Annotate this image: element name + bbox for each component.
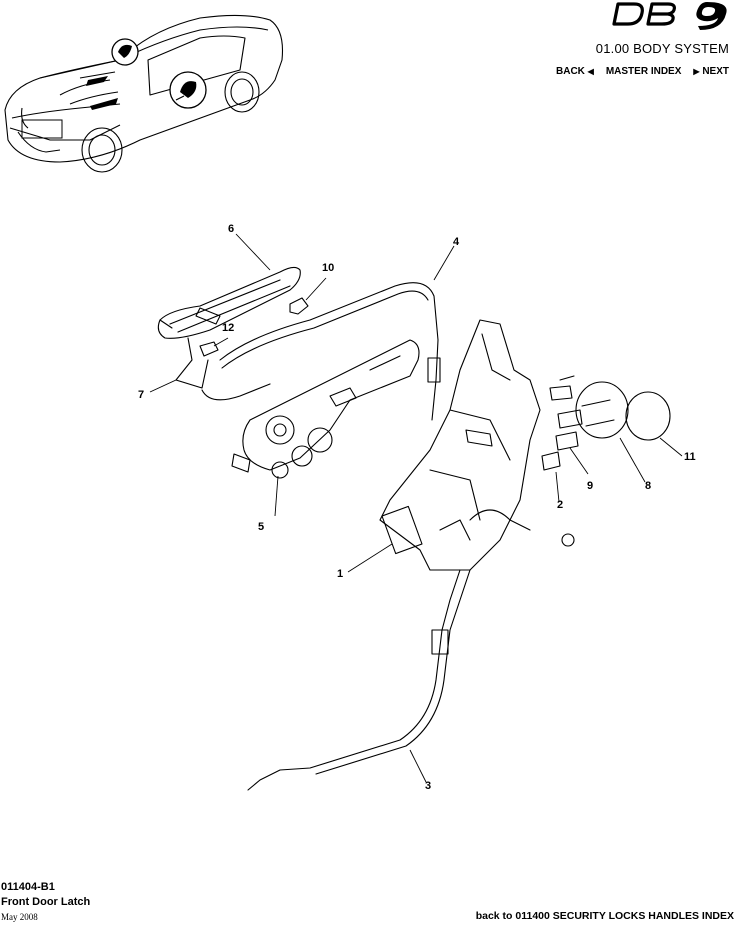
back-triangle-icon: ◀	[587, 67, 594, 76]
callout-4: 4	[453, 236, 460, 248]
back-link[interactable]: BACK ◀	[556, 66, 594, 77]
latch-mechanism	[231, 339, 420, 479]
next-link[interactable]: ▶ NEXT	[693, 66, 729, 77]
back-label: BACK	[556, 66, 585, 77]
master-index-link[interactable]: MASTER INDEX	[605, 66, 682, 77]
screw-2	[541, 451, 561, 471]
inner-release-cable	[247, 569, 461, 791]
callout-8: 8	[645, 480, 652, 492]
nav-bar: BACK ◀ MASTER INDEX ▶ NEXT	[556, 66, 729, 77]
striker-plate	[575, 381, 629, 439]
db9-logo	[612, 2, 727, 30]
outer-door-handle	[157, 266, 301, 339]
front-door-latch-diagram	[149, 233, 683, 791]
callout-2: 2	[557, 499, 564, 511]
callout-3: 3	[425, 780, 432, 792]
callout-11: 11	[684, 451, 696, 463]
callout-6: 6	[228, 223, 235, 235]
callout-9: 9	[587, 480, 594, 492]
next-label: NEXT	[702, 66, 729, 77]
callout-1: 1	[337, 568, 344, 580]
section-title: 01.00 BODY SYSTEM	[595, 41, 729, 56]
clip-12	[199, 341, 219, 357]
callout-7: 7	[138, 389, 145, 401]
latch-body	[379, 319, 541, 571]
callout-10: 10	[322, 262, 335, 274]
logo-nine	[696, 2, 727, 30]
document-code: 011404-B1	[1, 881, 55, 893]
car-illustration	[4, 14, 284, 173]
document-title: Front Door Latch	[1, 896, 91, 908]
callout-5: 5	[258, 521, 265, 533]
clip-10	[289, 297, 309, 315]
document-date: May 2008	[1, 912, 38, 922]
screw-9	[555, 431, 579, 451]
next-triangle-icon: ▶	[693, 67, 700, 76]
seal-11	[625, 391, 671, 441]
callout-12: 12	[222, 322, 235, 334]
release-cable	[219, 282, 439, 421]
back-to-index-link[interactable]: back to 011400 SECURITY LOCKS HANDLES IN…	[475, 910, 734, 922]
